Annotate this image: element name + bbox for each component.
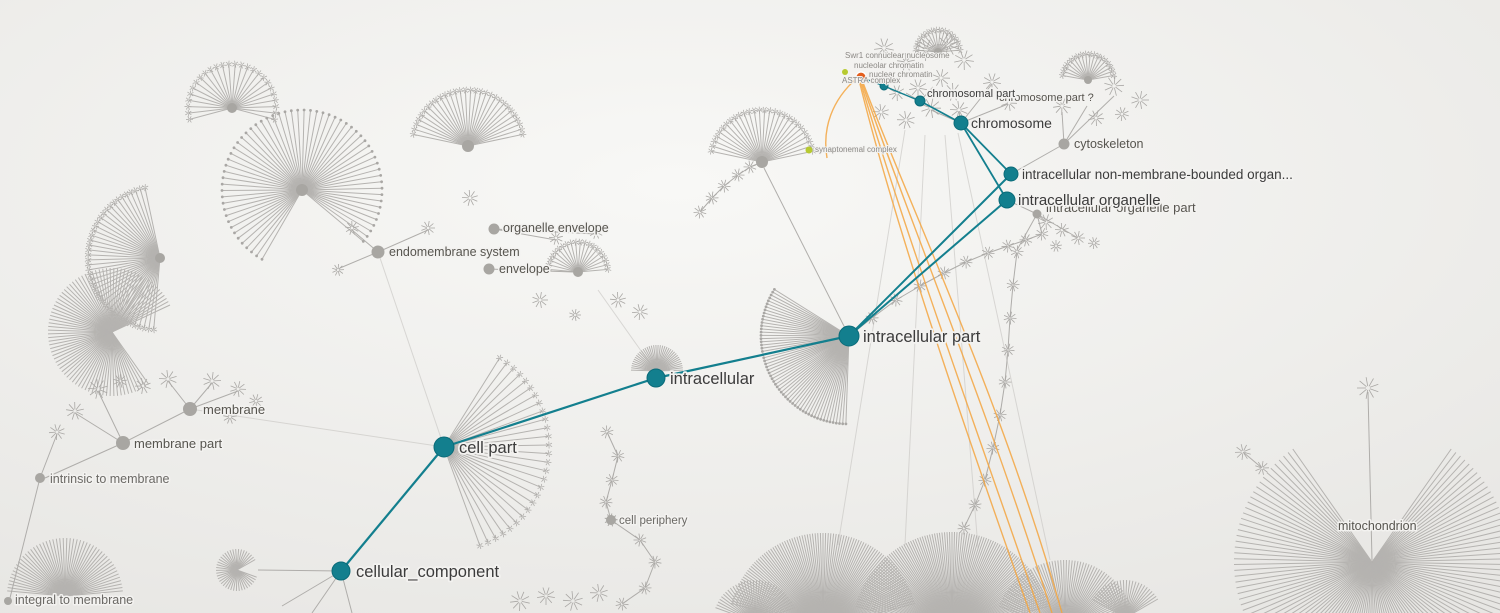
term-label-small[interactable]: nucleolar chromatin [853, 60, 925, 71]
highlight-path-edge [655, 334, 850, 380]
graph-node-intracellular-organelle[interactable] [998, 191, 1016, 209]
label-layer[interactable]: membrane membrane part intrinsic to membra… [14, 50, 1419, 609]
term-label[interactable]: intrinsic to membrane [49, 471, 172, 488]
term-node[interactable] [1032, 209, 1042, 219]
graph-node-intracellular[interactable] [646, 368, 666, 388]
term-node[interactable] [371, 245, 385, 259]
highlight-path-edge [960, 122, 1008, 201]
orange-flow-edge [859, 79, 1041, 613]
graph-node-label-intracellular[interactable]: intracellular [668, 368, 756, 390]
term-node[interactable] [1058, 138, 1070, 150]
term-burst-layer [48, 34, 1379, 612]
highlighted-term-node[interactable] [842, 69, 848, 75]
term-node[interactable] [483, 263, 495, 275]
graph-node-cellular-component[interactable] [331, 561, 351, 581]
highlight-path-edge [848, 199, 1008, 337]
term-label[interactable]: cell periphery [618, 514, 690, 529]
highlight-path-edge [883, 85, 921, 102]
graph-node-label-chromosomal-part[interactable]: chromosomal part [925, 86, 1017, 102]
faint-edge-layer [189, 129, 1051, 561]
term-label-small[interactable]: Swr1 complex [844, 50, 896, 61]
orange-flow-edge [825, 77, 858, 159]
graph-node-label-intracellular-non-membrane-bounded-organelle[interactable]: intracellular non-membrane-bounded organ… [1020, 165, 1294, 184]
highlighted-term-node[interactable] [805, 146, 813, 154]
graph-node-cell-part[interactable] [433, 436, 455, 458]
term-label[interactable]: integral to membrane [14, 592, 135, 609]
highlight-path-edge [443, 376, 657, 449]
term-node[interactable] [606, 515, 616, 525]
term-label[interactable]: envelope [498, 261, 552, 278]
node-layer[interactable] [4, 69, 1070, 605]
term-node[interactable] [4, 597, 12, 605]
highlight-path-edge [340, 446, 445, 572]
graph-node-intracellular-non-membrane-bounded-organelle[interactable] [1003, 166, 1019, 182]
term-label-small[interactable]: ASTRA complex [841, 75, 901, 86]
term-label-small[interactable]: synaptonemal complex [814, 144, 898, 155]
graph-node-chromosome[interactable] [953, 115, 969, 131]
orange-flow-edge [860, 79, 1053, 613]
term-node[interactable] [116, 436, 130, 450]
graph-node-label-chromosome[interactable]: chromosome [969, 113, 1054, 133]
term-label[interactable]: intracellular organelle part [1045, 199, 1198, 217]
radial-fan-layer [7, 26, 1500, 613]
orange-flow-edge-layer [825, 77, 1063, 613]
term-label[interactable]: cytoskeleton [1073, 136, 1146, 153]
term-label[interactable]: membrane [202, 401, 267, 419]
graph-node-label-cell-part[interactable]: cell part [457, 437, 519, 459]
gray-edge-layer [9, 83, 1373, 613]
highlight-path-edge [848, 173, 1012, 337]
term-label[interactable]: chromosome part ? [998, 91, 1096, 106]
term-label-small[interactable]: nuclear chromatin [868, 69, 934, 80]
graph-node-intracellular-part[interactable] [838, 325, 860, 347]
orange-flow-edge [861, 79, 1063, 613]
term-label[interactable]: membrane part [133, 435, 225, 453]
graph-node-chromosomal-part[interactable] [914, 95, 926, 107]
term-label[interactable]: organelle envelope [502, 220, 611, 237]
graph-node-label-cellular-component[interactable]: cellular_component [354, 561, 501, 583]
highlight-path-edge [919, 100, 962, 124]
orange-flow-edge [858, 79, 1031, 613]
graph-node-label-intracellular-organelle[interactable]: intracellular organelle [1016, 190, 1162, 211]
graph-node-label-intracellular-part[interactable]: intracellular part [861, 326, 982, 348]
term-label[interactable]: mitochondrion [1337, 518, 1419, 535]
term-label-small[interactable]: nuclear nucleosome [877, 50, 951, 61]
term-label[interactable]: endomembrane system [388, 244, 522, 261]
selected-term-node[interactable] [855, 71, 867, 83]
term-node[interactable] [35, 473, 45, 483]
term-node[interactable] [183, 402, 197, 416]
term-node[interactable] [488, 223, 500, 235]
graph-node-chromatin-node[interactable] [879, 81, 889, 91]
highlight-path-edge [960, 122, 1012, 175]
